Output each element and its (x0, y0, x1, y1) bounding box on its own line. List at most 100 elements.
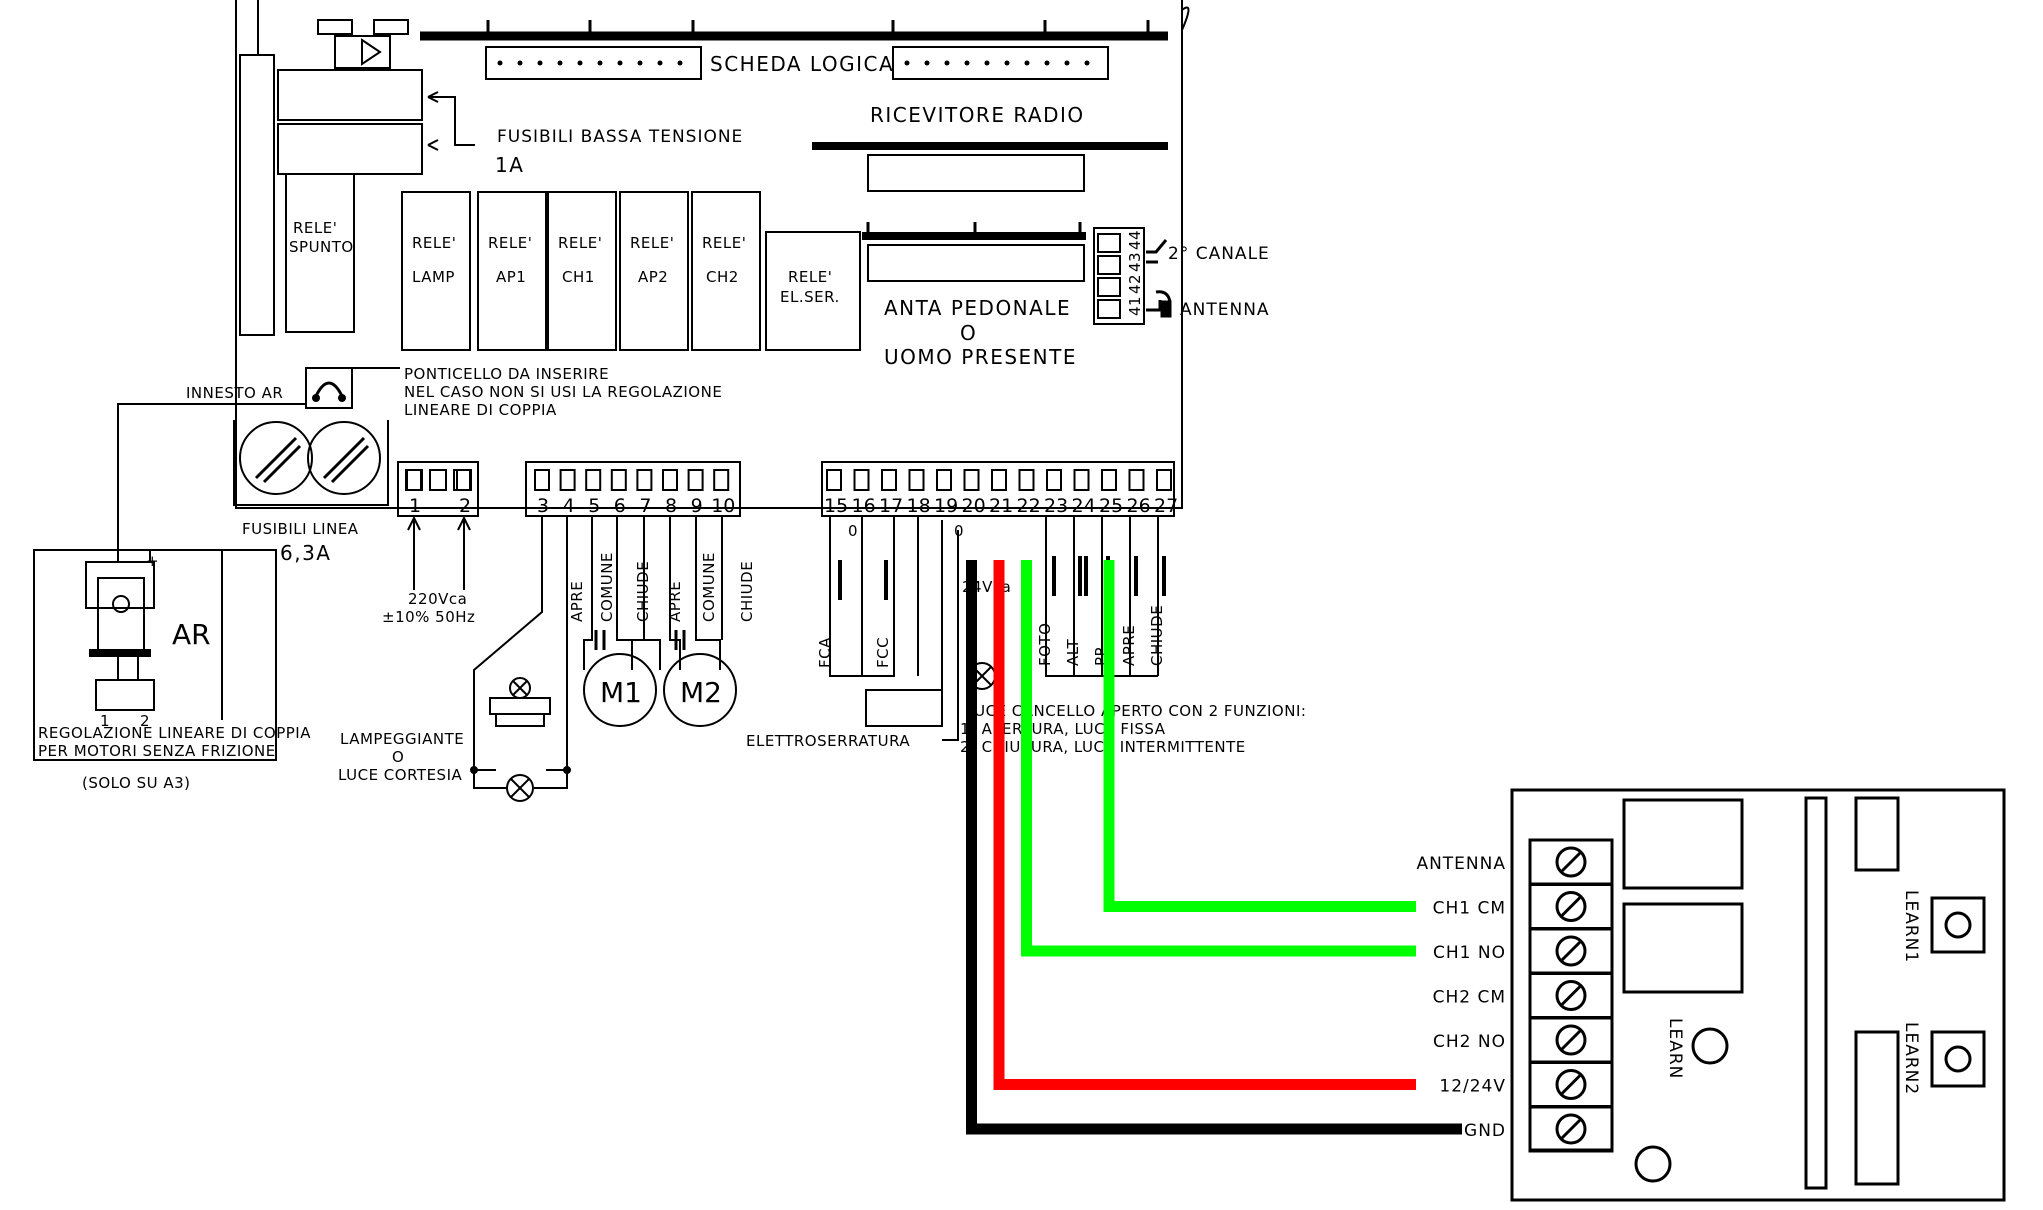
svg-text:RELE': RELE' (488, 234, 532, 252)
limit-fca: FCA (816, 637, 834, 668)
jumper-note-2: NEL CASO NON SI USI LA REGOLAZIONE (404, 383, 722, 401)
terminal-5: 5 (588, 495, 600, 517)
terminal-slot (610, 469, 627, 491)
terminal-4: 4 (563, 495, 575, 517)
terminal-slot (936, 469, 952, 491)
wire-21-12-24v (993, 560, 1416, 1090)
logic-connector-left (485, 46, 702, 80)
receiver-terminal-label: CH2 NO (1433, 1032, 1506, 1052)
relay-ch2: RELE' CH2 (691, 191, 761, 351)
screw-slot (1559, 1117, 1583, 1141)
board-outline (235, 0, 1190, 509)
antenna-terminal-block (1093, 227, 1145, 325)
motor-wiring (473, 516, 737, 727)
terminal-27: 27 (1154, 495, 1178, 517)
low-voltage-fuses (277, 69, 475, 175)
second-channel-label: 2° CANALE (1168, 244, 1270, 264)
svg-text:RELE': RELE' (630, 234, 674, 252)
terminal-slot (963, 469, 980, 491)
limit-switches (829, 516, 919, 677)
motor-m2: M2 (680, 676, 722, 709)
pedestrian-label-1: ANTA PEDONALE (884, 296, 1071, 320)
terminal-42: 42 (1126, 274, 1144, 294)
screw-icon (1555, 846, 1587, 878)
terminal-21: 21 (989, 495, 1013, 517)
terminal-22: 22 (1017, 495, 1041, 517)
wire-25-ch1-cm (1103, 560, 1416, 912)
screw-slot (1559, 939, 1583, 963)
radio-receiver-slot (867, 154, 1085, 192)
heatsink-bar (239, 54, 275, 336)
ar-caption-1: REGOLAZIONE LINEARE DI COPPIA (38, 724, 311, 742)
electric-lock (865, 520, 959, 741)
lock-label: ELETTROSERRATURA (746, 732, 910, 750)
screw-icon (1555, 1069, 1587, 1100)
terminal-3: 3 (537, 495, 549, 517)
zero-mark-2: 0 (954, 522, 964, 540)
receiver-terminal-label: CH1 NO (1433, 943, 1506, 963)
zero-mark-1: 0 (848, 522, 858, 540)
motor-label-chiude-1: CHIUDE (634, 561, 652, 622)
line-fuse-rating: 6,3A (280, 541, 332, 565)
ar-minus: - (112, 552, 118, 570)
terminal-slot (585, 469, 602, 491)
terminal-2: 2 (459, 495, 471, 517)
wire-22-ch1-no (1021, 560, 1416, 957)
ar-pin-1: 1 (100, 712, 110, 730)
svg-text:CH2: CH2 (706, 268, 739, 286)
learn-label: LEARN (1665, 1018, 1685, 1079)
ar-pin-2: 2 (140, 712, 150, 730)
antenna-label: ANTENNA (1180, 300, 1270, 320)
terminal-10: 10 (711, 495, 735, 517)
motor-label-apre-1: APRE (568, 581, 586, 622)
ar-plus: + (146, 552, 159, 570)
svg-text:AP1: AP1 (496, 268, 526, 286)
logic-dots (497, 60, 683, 66)
receiver-terminal-label: 12/24V (1439, 1077, 1506, 1097)
terminal-23: 23 (1044, 495, 1068, 517)
relay-lamp: RELE' LAMP (401, 191, 471, 351)
jumper (305, 367, 400, 409)
board-component (317, 19, 409, 69)
terminal-25: 25 (1099, 495, 1123, 517)
input-apre: APRE (1120, 625, 1138, 666)
terminal-24: 24 (1072, 495, 1096, 517)
lamp-label-2: O (392, 748, 404, 766)
limit-fcc: FCC (874, 637, 892, 668)
terminal-16: 16 (852, 495, 876, 517)
ar-label: AR (172, 618, 211, 651)
terminal-slot (687, 469, 704, 491)
terminal-slot (1128, 469, 1145, 491)
receiver-terminal-label: ANTENNA (1416, 854, 1506, 874)
terminal-slot (713, 469, 730, 491)
terminal-8: 8 (665, 495, 677, 517)
radio-receiver-label: RICEVITORE RADIO (870, 103, 1085, 127)
svg-text:RELE': RELE' (702, 234, 746, 252)
low-voltage-fuse-rating: 1A (495, 153, 524, 177)
motor-m1: M1 (600, 676, 642, 709)
terminal-26: 26 (1127, 495, 1151, 517)
screw-icon (1555, 980, 1587, 1011)
screw-icon (1555, 935, 1587, 967)
svg-text:AP2: AP2 (638, 268, 668, 286)
input-chiude: CHIUDE (1148, 605, 1166, 666)
terminal-43: 43 (1126, 252, 1144, 272)
logic-dots (904, 60, 1090, 66)
terminal-19: 19 (934, 495, 958, 517)
top-connector (420, 20, 1168, 41)
terminal-6: 6 (614, 495, 626, 517)
line-fuses (233, 420, 389, 506)
svg-text:CH1: CH1 (562, 268, 595, 286)
terminal-slot (636, 469, 653, 491)
motor-label-chiude-2: CHIUDE (738, 561, 756, 622)
terminal-slot (662, 469, 678, 491)
ar-caption-2: PER MOTORI SENZA FRIZIONE (38, 742, 276, 760)
flashing-lamp (470, 677, 571, 802)
input-alt: ALT (1064, 638, 1082, 666)
motor-label-comune-2: COMUNE (700, 552, 718, 622)
relay-spunto: RELE' SPUNTO (285, 173, 355, 333)
terminal-slot (991, 469, 1007, 491)
logic-connector-right (892, 46, 1109, 80)
receiver-terminal-label: GND (1464, 1121, 1506, 1141)
